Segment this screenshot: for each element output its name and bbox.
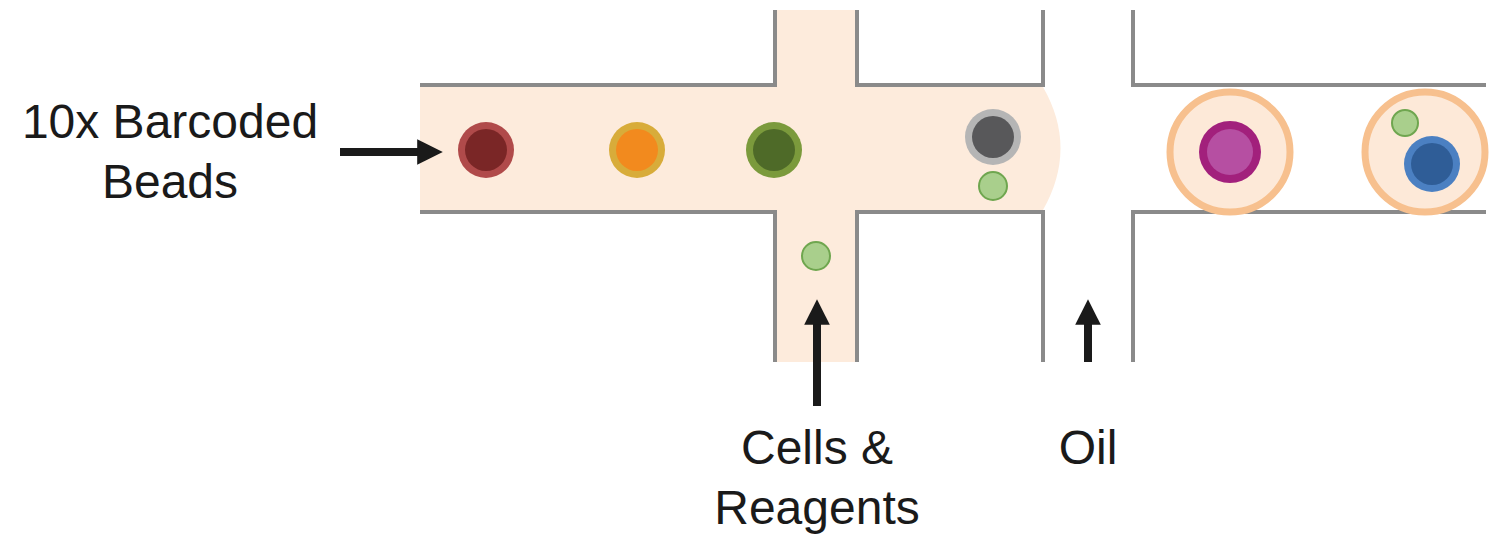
input-label: Oil	[1028, 418, 1148, 478]
input-label: Cells & Reagents	[687, 418, 947, 538]
aqueous-fill	[420, 10, 1061, 362]
input-arrows	[340, 152, 1088, 406]
channel-walls	[420, 10, 1486, 362]
input-label: 10x Barcoded Beads	[0, 92, 340, 212]
barcoded-beads	[458, 109, 1021, 178]
cells	[802, 172, 1007, 270]
droplets	[1170, 92, 1485, 212]
